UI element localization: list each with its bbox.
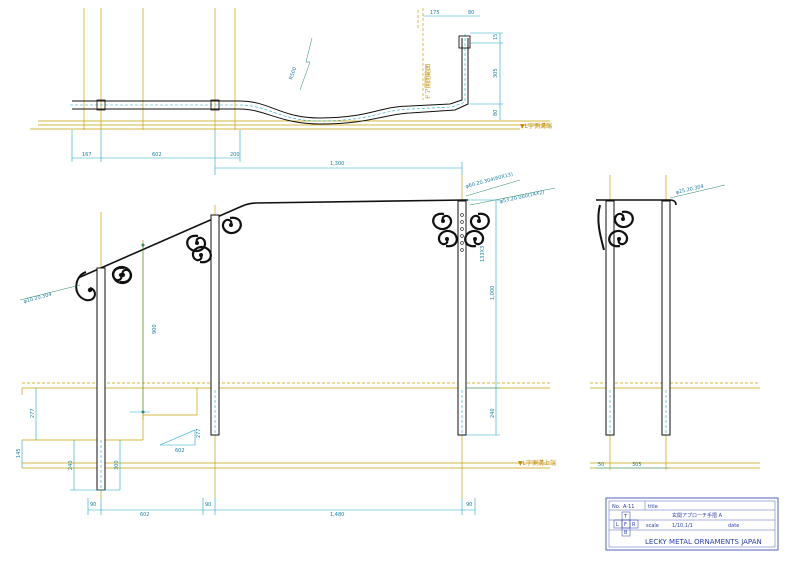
dim-90-a: 90 <box>90 502 96 508</box>
dim-90-c: 90 <box>466 502 472 508</box>
gutter-edge-label: ▼L字側溝端 <box>520 122 552 130</box>
dim-90-b: 90 <box>205 502 211 508</box>
tb-scale-value: 1/10,1/1 <box>672 523 693 529</box>
dim-305: 305 <box>493 68 499 78</box>
dim-1000: 1,000 <box>490 286 496 300</box>
dim-602-bottom: 602 <box>140 512 150 518</box>
tb-date-label: date <box>728 523 739 529</box>
view-l: L <box>616 522 619 528</box>
dim-200: 200 <box>230 152 240 158</box>
tb-scale-label: scale <box>646 523 659 529</box>
view-b: B <box>624 530 628 536</box>
dim-900: 900 <box>152 324 158 334</box>
tb-title-value: 玄関アプローチ手摺 A <box>672 512 723 519</box>
view-t: T <box>623 514 628 520</box>
title-block: No. A-11 title 玄関アプローチ手摺 A scale 1/10,1/… <box>605 497 779 551</box>
plan-view: R500 ドア開閉範囲 175 80 15 305 80 ▼L字側溝端 167 … <box>30 8 552 162</box>
dim-133x3: 133X3 <box>480 246 486 262</box>
view-glyph: T L F R B <box>613 511 639 537</box>
dim-277: 277 <box>30 408 36 418</box>
view-f: F <box>624 522 627 528</box>
side-dim-50: 50 <box>598 462 604 468</box>
callout-left: φ10.20.304 <box>23 292 52 305</box>
dim-167: 167 <box>82 152 92 158</box>
dim-80-right: 80 <box>493 110 499 116</box>
dim-300: 300 <box>114 460 120 470</box>
dim-277b: 277 <box>196 428 202 438</box>
tb-title-label: title <box>648 504 658 510</box>
dim-175: 175 <box>430 10 440 16</box>
callout-post: φ53.20.060(14X2) <box>499 190 545 205</box>
dim-slope-602: 602 <box>175 448 185 454</box>
tb-no-value: A-11 <box>623 504 634 510</box>
side-dim-305: 305 <box>632 462 642 468</box>
tb-company: LECKY METAL ORNAMENTS JAPAN <box>645 538 762 546</box>
dim-15: 15 <box>493 34 499 40</box>
side-callout: φ25.20.304 <box>675 184 704 196</box>
dim-240-left: 240 <box>68 460 74 470</box>
dim-145: 145 <box>16 448 22 458</box>
dim-240-right: 240 <box>490 408 496 418</box>
dim-1480: 1,480 <box>330 512 344 518</box>
side-view: φ25.20.304 50 305 <box>590 175 760 470</box>
callout-top-rail: φ60.20.304(60X13) <box>465 171 514 189</box>
dim-1300: 1,300 <box>330 161 344 167</box>
tb-no-label: No. <box>612 504 621 510</box>
view-r: R <box>632 522 636 528</box>
dim-80-top: 80 <box>468 10 474 16</box>
door-range-note: ドア開閉範囲 <box>424 64 432 100</box>
front-elevation: 1,300 602 277 <box>16 161 556 518</box>
dim-602: 602 <box>152 152 162 158</box>
radius-label: R500 <box>288 66 298 80</box>
gutter-top-label: ▼L字側溝上端 <box>518 459 556 467</box>
